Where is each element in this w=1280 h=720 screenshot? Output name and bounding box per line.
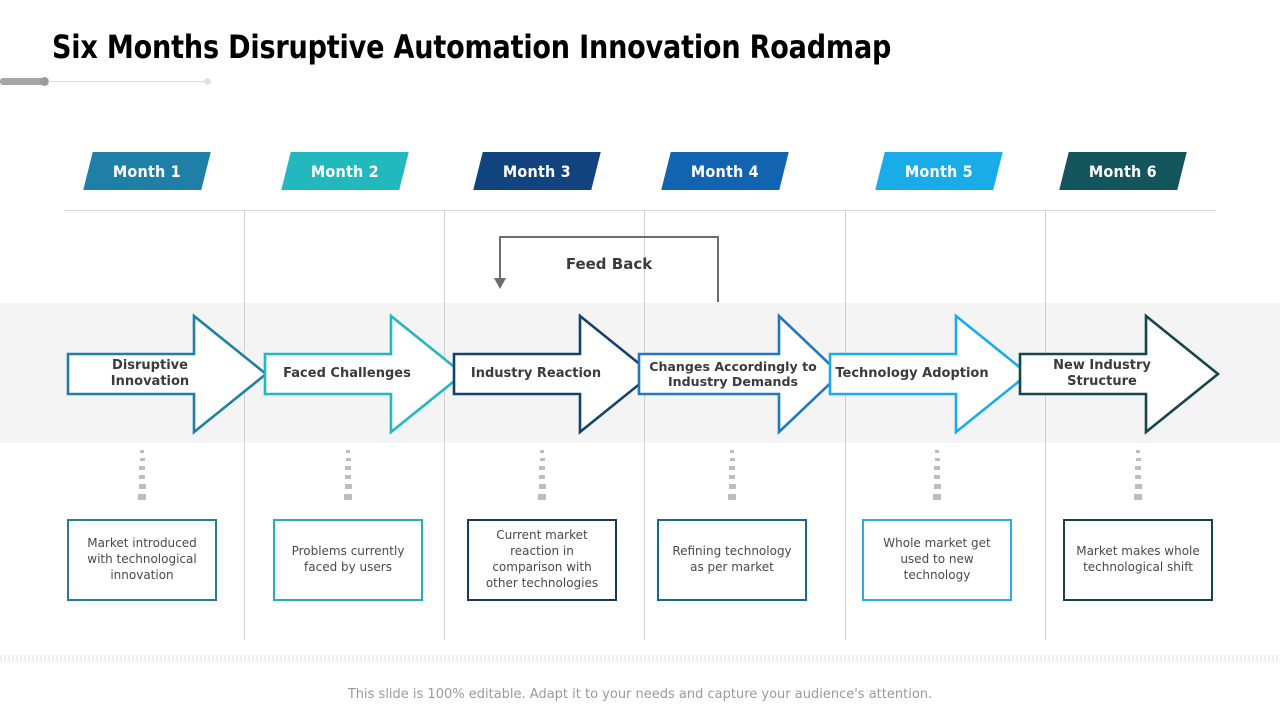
accent-knob-icon: [40, 77, 49, 86]
footer-decorative-strip: [0, 655, 1280, 662]
description-box-5[interactable]: Whole market get used to new technology: [862, 519, 1012, 601]
description-box-5-text: Whole market get used to new technology: [883, 536, 991, 582]
process-arrow-2[interactable]: Faced Challenges: [263, 306, 468, 442]
description-box-3-text: Current market reaction in comparison wi…: [485, 528, 599, 590]
accent-end-dot-icon: [204, 78, 211, 85]
title-accent: [0, 74, 216, 88]
process-arrow-3[interactable]: Industry Reaction: [452, 306, 657, 442]
arrow-shape-icon: [66, 313, 269, 435]
dotted-connector-1: [135, 450, 149, 505]
process-arrow-1[interactable]: Disruptive Innovation: [66, 306, 271, 442]
arrow-shape-icon: [1018, 313, 1221, 435]
arrow-shape-icon: [263, 313, 466, 435]
accent-line: [48, 81, 206, 82]
month-badge-2-label: Month 2: [310, 161, 380, 181]
arrow-shape-icon: [828, 313, 1031, 435]
month-badge-5[interactable]: Month 5: [875, 152, 1003, 190]
process-arrow-4[interactable]: Changes Accordingly to Industry Demands: [637, 306, 842, 442]
arrow-shape-icon: [637, 312, 842, 436]
feedback-connector-top: [499, 236, 719, 238]
description-box-2-text: Problems currently faced by users: [291, 544, 405, 574]
dotted-connector-5: [930, 450, 944, 505]
process-arrow-6-label: New Industry Structure: [1053, 358, 1151, 389]
month-badge-1[interactable]: Month 1: [83, 152, 211, 190]
column-divider-5: [1045, 211, 1046, 640]
dotted-connector-4: [725, 450, 739, 505]
process-arrow-5[interactable]: Technology Adoption: [828, 306, 1033, 442]
month-badge-4[interactable]: Month 4: [661, 152, 789, 190]
month-badge-3-label: Month 3: [502, 161, 572, 181]
column-divider-4: [845, 211, 846, 640]
accent-bar: [0, 78, 45, 85]
description-box-4-text: Refining technology as per market: [672, 544, 792, 574]
column-divider-2: [444, 211, 445, 640]
description-box-3[interactable]: Current market reaction in comparison wi…: [467, 519, 617, 601]
page-title: Six Months Disruptive Automation Innovat…: [52, 28, 892, 66]
description-box-1-text: Market introduced with technological inn…: [87, 536, 197, 582]
description-box-1[interactable]: Market introduced with technological inn…: [67, 519, 217, 601]
footer-note: This slide is 100% editable. Adapt it to…: [347, 687, 933, 702]
process-arrow-2-label: Faced Challenges: [283, 366, 411, 382]
feedback-label: Feed Back: [565, 255, 653, 273]
description-box-4[interactable]: Refining technology as per market: [657, 519, 807, 601]
process-arrow-4-label: Changes Accordingly to Industry Demands: [649, 358, 817, 389]
description-box-2[interactable]: Problems currently faced by users: [273, 519, 423, 601]
month-badge-2[interactable]: Month 2: [281, 152, 409, 190]
month-badge-4-label: Month 4: [690, 161, 760, 181]
description-box-6[interactable]: Market makes whole technological shift: [1063, 519, 1213, 601]
process-arrow-6[interactable]: New Industry Structure: [1018, 306, 1223, 442]
feedback-connector-right: [717, 236, 719, 302]
month-badge-5-label: Month 5: [904, 161, 974, 181]
process-arrow-5-label: Technology Adoption: [835, 366, 989, 382]
process-arrow-3-label: Industry Reaction: [470, 366, 602, 382]
column-divider-1: [244, 211, 245, 640]
dotted-connector-2: [341, 450, 355, 505]
description-box-6-text: Market makes whole technological shift: [1076, 544, 1200, 574]
month-badge-6-label: Month 6: [1088, 161, 1158, 181]
feedback-connector-left: [499, 236, 501, 280]
dotted-connector-6: [1131, 450, 1145, 505]
month-badge-1-label: Month 1: [112, 161, 182, 181]
month-badge-3[interactable]: Month 3: [473, 152, 601, 190]
process-arrow-1-label: Disruptive Innovation: [110, 358, 190, 389]
column-divider-3: [644, 211, 645, 640]
timeline-horizontal-rule: [64, 210, 1216, 211]
feedback-arrowhead-icon: [494, 278, 506, 289]
dotted-connector-3: [535, 450, 549, 505]
arrow-shape-icon: [452, 313, 655, 435]
month-badge-6[interactable]: Month 6: [1059, 152, 1187, 190]
